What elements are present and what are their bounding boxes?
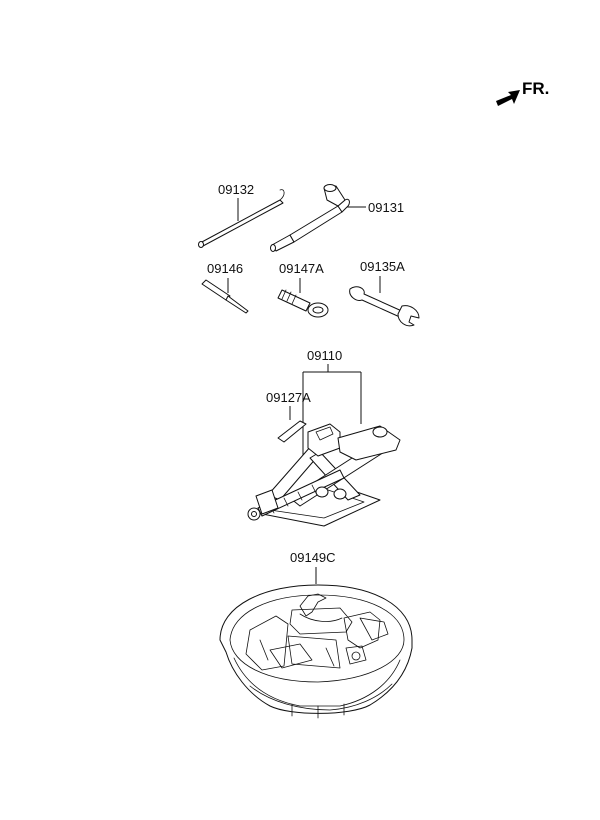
part-code-label: 09132 bbox=[218, 182, 254, 197]
part-code-label: 09146 bbox=[207, 261, 243, 276]
screwdriver-icon bbox=[201, 279, 249, 314]
part-code-label: 09127A bbox=[266, 390, 311, 405]
part-09131[interactable]: 09131 bbox=[270, 184, 405, 252]
tool-tray-icon bbox=[219, 584, 413, 719]
part-code-label: 09135A bbox=[360, 259, 405, 274]
extension-rod-icon bbox=[198, 189, 285, 248]
part-code-label: 09149C bbox=[290, 550, 336, 565]
label-sticker-icon bbox=[277, 420, 307, 443]
part-code-label: 09131 bbox=[368, 200, 404, 215]
part-09149C[interactable]: 09149C bbox=[219, 550, 413, 719]
part-09110[interactable]: 09110 bbox=[302, 348, 362, 468]
part-code-label: 09110 bbox=[307, 348, 342, 363]
part-code-label: 09147A bbox=[279, 261, 324, 276]
part-09146[interactable]: 09146 bbox=[201, 261, 249, 314]
part-09127A[interactable]: 09127A bbox=[266, 390, 311, 443]
lug-wrench-icon bbox=[270, 184, 350, 252]
front-direction-indicator: FR. bbox=[496, 79, 549, 106]
part-09132[interactable]: 09132 bbox=[198, 182, 285, 248]
scissor-jack-icon bbox=[247, 423, 401, 527]
part-09147A[interactable]: 09147A bbox=[277, 261, 329, 318]
part-09135A[interactable]: 09135A bbox=[349, 259, 420, 327]
arrow-icon bbox=[496, 90, 520, 106]
spanner-icon bbox=[349, 286, 420, 327]
towing-hook-icon bbox=[277, 289, 329, 318]
front-label: FR. bbox=[522, 79, 549, 98]
